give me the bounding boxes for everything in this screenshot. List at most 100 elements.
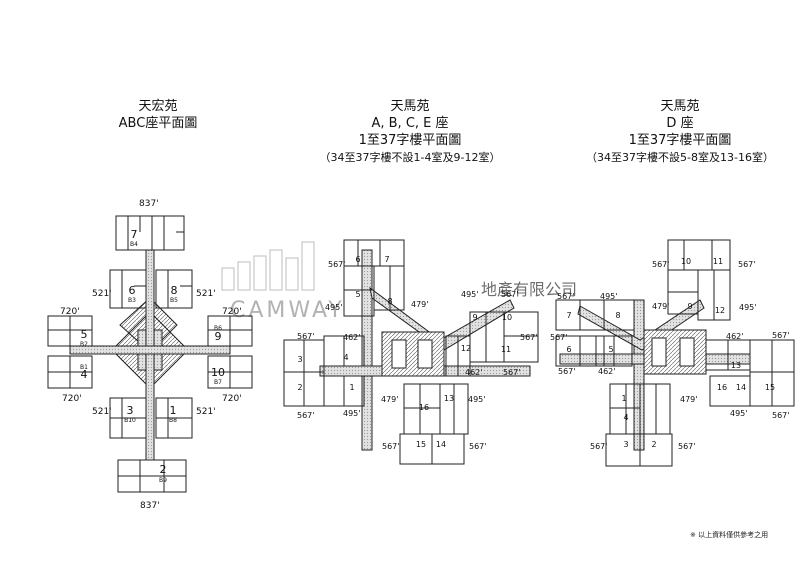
left-flat-number: 2 xyxy=(160,463,167,476)
middle-flat-number: 11 xyxy=(501,345,511,354)
middle-flat-number: 13 xyxy=(444,394,454,403)
middle-flat-numbers: 1 2 3 4 5 6 7 8 9 10 11 12 13 14 15 16 xyxy=(297,255,512,449)
right-corridor-diag xyxy=(577,299,705,351)
right-flat-number: 9 xyxy=(687,302,692,311)
left-dim-bottom: 837' xyxy=(140,501,160,511)
left-flat-6-outline xyxy=(109,269,147,309)
left-dim-wr: 720' xyxy=(222,307,242,317)
left-flat-code: B6 xyxy=(214,325,222,332)
left-dim-lr: 521' xyxy=(196,407,216,417)
right-area: 462' xyxy=(598,367,615,376)
left-flat-8-outline xyxy=(155,269,193,309)
right-flat-number: 16 xyxy=(717,383,727,392)
right-area-labels: 567' 567' 495' 479' 567' 567' 462' 567' … xyxy=(550,260,789,451)
left-dim-wl2: 720' xyxy=(62,394,82,404)
middle-floor-plan xyxy=(283,239,539,465)
right-area: 495' xyxy=(600,292,617,301)
right-area: 495' xyxy=(730,409,747,418)
left-flat-number: 10 xyxy=(211,366,225,379)
right-flat-number: 14 xyxy=(736,383,746,392)
right-area: 567' xyxy=(772,331,789,340)
middle-area: 567' xyxy=(297,411,314,420)
left-estate-name: 天宏苑 xyxy=(138,99,178,114)
middle-area: 495' xyxy=(325,303,342,312)
middle-note: （34至37字樓不設1-4室及9-12室） xyxy=(319,151,501,164)
left-flat-7b-outline xyxy=(151,215,185,251)
left-dim-ll: 521' xyxy=(92,407,112,417)
right-area: 479' xyxy=(680,395,697,404)
right-area: 462' xyxy=(726,332,743,341)
right-flat-number: 3 xyxy=(623,440,628,449)
right-flat-number: 7 xyxy=(566,311,571,320)
right-area: 567' xyxy=(550,333,567,342)
middle-estate-name: 天馬苑 xyxy=(390,99,430,114)
right-corridor-v xyxy=(633,299,645,451)
middle-area: 567' xyxy=(297,332,314,341)
middle-title: 天馬苑 A, B, C, E 座 1至37字樓平面圖 （34至37字樓不設1-4… xyxy=(300,98,520,166)
left-dim-ul: 521' xyxy=(92,289,112,299)
right-flat-number: 15 xyxy=(765,383,775,392)
middle-area: 567' xyxy=(328,260,345,269)
middle-block-name: A, B, C, E 座 xyxy=(371,116,449,131)
left-flat-labels: 7 B4 6 B3 8 B5 5 B2 B1 4 B6 9 10 B7 3 B1… xyxy=(80,228,225,484)
left-labels: 837' 521' 521' 720' 720' 720' 720' 521' … xyxy=(60,199,242,511)
middle-flat-number: 7 xyxy=(384,255,389,264)
middle-area: 479' xyxy=(411,300,428,309)
middle-core xyxy=(381,331,445,377)
left-flat-code: B8 xyxy=(169,417,177,424)
right-flat-number: 11 xyxy=(713,257,723,266)
middle-area-labels: 567' 495' 479' 495' 567' 567' 462' 567' … xyxy=(297,260,537,451)
right-area: 567' xyxy=(738,260,755,269)
right-flat-number: 4 xyxy=(623,413,628,422)
left-flat-number: 1 xyxy=(170,404,177,417)
middle-area: 462' xyxy=(465,368,482,377)
left-flat-number: 4 xyxy=(81,368,88,381)
left-floor-plan xyxy=(47,215,253,493)
footer-disclaimer: ※ 以上資料僅供參考之用 xyxy=(690,531,769,539)
right-floor-range: 1至37字樓平面圖 xyxy=(628,133,732,148)
left-flat-code: B5 xyxy=(170,297,178,304)
left-flat-number: 3 xyxy=(127,404,134,417)
middle-flat-number: 10 xyxy=(502,313,512,322)
right-flat-numbers: 1 2 3 4 5 6 7 8 9 10 11 12 13 14 15 16 xyxy=(566,257,775,449)
left-flat-number: 8 xyxy=(171,284,178,297)
left-flat-code: B2 xyxy=(80,341,88,348)
middle-flat-number: 14 xyxy=(436,440,446,449)
middle-area: 495' xyxy=(461,290,478,299)
right-area: 567' xyxy=(772,411,789,420)
middle-area: 479' xyxy=(381,395,398,404)
left-flat-code: B9 xyxy=(159,477,167,484)
middle-area: 567' xyxy=(520,333,537,342)
middle-area: 567' xyxy=(501,290,518,299)
middle-area: 462' xyxy=(343,333,360,342)
right-flat-number: 1 xyxy=(621,394,626,403)
right-flat-number: 10 xyxy=(681,257,691,266)
middle-flat-number: 12 xyxy=(461,344,471,353)
right-title: 天馬苑 D 座 1至37字樓平面圖 （34至37字樓不設5-8室及13-16室） xyxy=(570,98,790,166)
middle-corridor-v xyxy=(361,249,373,451)
left-dim-top: 837' xyxy=(139,199,159,209)
left-flat-code: B3 xyxy=(128,297,136,304)
watermark-company-en: CAMWAY xyxy=(230,298,345,323)
right-flat-number: 6 xyxy=(566,345,571,354)
middle-area: 567' xyxy=(503,368,520,377)
right-area: 567' xyxy=(652,260,669,269)
right-flat-number: 5 xyxy=(608,345,613,354)
right-area: 567' xyxy=(558,367,575,376)
middle-floor-range: 1至37字樓平面圖 xyxy=(358,133,462,148)
left-flat-code: B1 xyxy=(80,364,88,371)
left-flat-number: 9 xyxy=(215,330,222,343)
right-flat-number: 8 xyxy=(615,311,620,320)
right-floor-plan xyxy=(555,239,795,467)
middle-flat-number: 5 xyxy=(355,290,360,299)
middle-area: 567' xyxy=(469,442,486,451)
left-corridor-v xyxy=(145,249,155,461)
middle-area: 567' xyxy=(382,442,399,451)
right-area: 479' xyxy=(652,302,669,311)
right-flat-number: 12 xyxy=(715,306,725,315)
left-dim-wr2: 720' xyxy=(222,394,242,404)
right-block-name: D 座 xyxy=(666,116,694,131)
middle-flat-number: 2 xyxy=(297,383,302,392)
watermark-logo xyxy=(221,241,315,291)
